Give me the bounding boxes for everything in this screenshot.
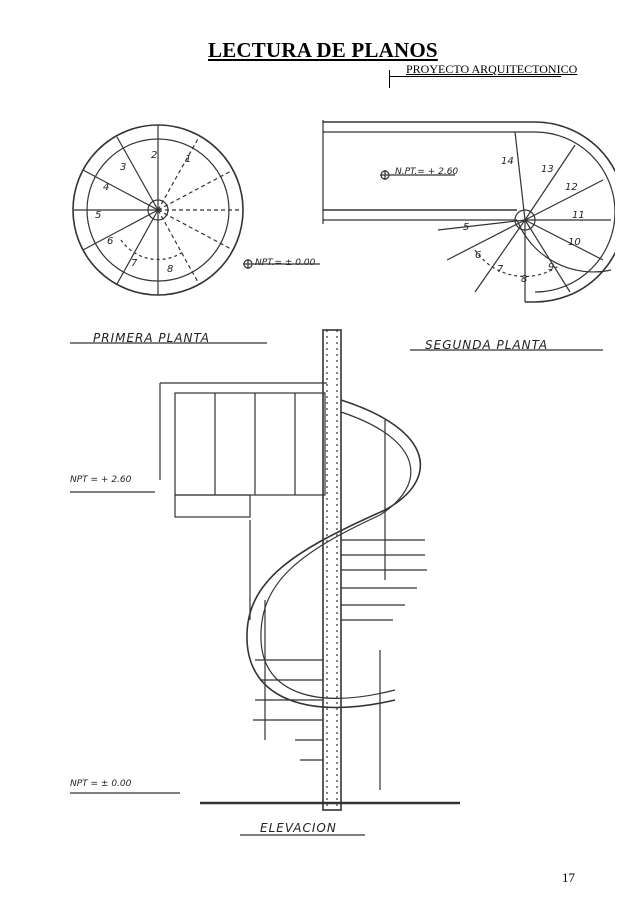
second-floor-step-10: 10 (568, 237, 581, 248)
page-title: LECTURA DE PLANOS (208, 38, 438, 62)
first-floor-step-3: 3 (120, 162, 126, 173)
first-floor-step-7: 7 (131, 258, 138, 269)
second-floor-step-11: 11 (572, 210, 585, 221)
second-floor-step-5: 5 (463, 222, 469, 233)
header-rule (389, 76, 561, 77)
header-tick (389, 70, 390, 88)
second-floor-step-7: 7 (497, 264, 504, 275)
page-subtitle: PROYECTO ARQUITECTONICO (406, 62, 578, 76)
first-floor-step-2: 2 (151, 150, 157, 161)
second-floor-label: SEGUNDA PLANTA (425, 338, 548, 352)
first-floor-step-4: 4 (103, 182, 109, 193)
first-floor-step-8: 8 (167, 264, 173, 275)
first-floor-step-1: 1 (185, 154, 191, 165)
second-floor-step-14: 14 (501, 156, 514, 167)
second-floor-step-8: 8 (521, 274, 527, 285)
first-floor-level: NPT.= ± 0.00 (255, 258, 316, 268)
second-floor-level: N.PT.= + 2.60 (395, 167, 458, 177)
second-floor-step-9: 9 (548, 262, 554, 273)
page-number: 17 (562, 870, 575, 885)
first-floor-step-5: 5 (95, 210, 101, 221)
second-floor-step-13: 13 (541, 164, 554, 175)
second-floor-step-12: 12 (565, 182, 578, 193)
first-floor-plan (72, 124, 320, 296)
staircase-drawing: 1 2 3 4 5 6 7 8 NPT.= ± 0.00 PRIMERA PLA… (70, 120, 615, 836)
first-floor-step-6: 6 (107, 236, 113, 247)
elevation-level-upper: NPT = + 2.60 (70, 475, 132, 485)
second-floor-step-6: 6 (475, 250, 481, 261)
second-floor-plan (322, 120, 615, 303)
elevation-drawing (70, 329, 460, 836)
elevation-level-lower: NPT = ± 0.00 (70, 779, 132, 789)
elevation-label: ELEVACION (260, 821, 337, 835)
first-floor-label: PRIMERA PLANTA (93, 331, 210, 345)
